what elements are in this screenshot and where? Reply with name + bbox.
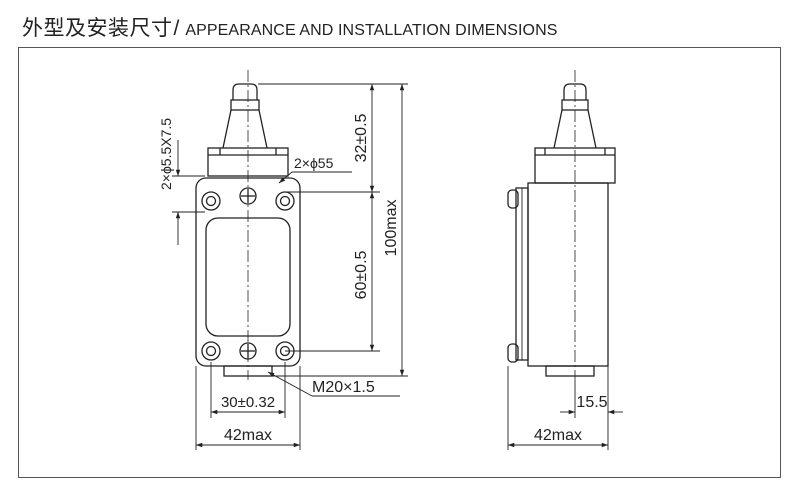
dim-hole-slot-label: 2×ϕ5.5X7.5: [158, 118, 174, 190]
dim-side-width-label: 42max: [534, 427, 582, 444]
dim-front-width-label: 42max: [224, 427, 272, 444]
front-plunger: [222, 83, 268, 149]
dim-total-height-label: 100max: [383, 200, 400, 257]
title-chinese: 外型及安装尺寸: [22, 16, 173, 40]
page-title: 外型及安装尺寸 / APPEARANCE AND INSTALLATION DI…: [22, 12, 558, 42]
side-gland: [545, 365, 595, 377]
dim-top-height-label: 32±0.5: [353, 113, 370, 162]
side-mount-bosses: [507, 189, 519, 363]
side-body: [527, 182, 609, 367]
dim-side-offset-label: 15.5: [576, 394, 607, 411]
title-english: APPEARANCE AND INSTALLATION DIMENSIONS: [185, 22, 558, 39]
dim-hole-round-label: 2×ϕ55: [294, 155, 334, 171]
drawing-frame: [18, 47, 781, 478]
front-view: [195, 70, 301, 380]
dim-hole-spacing-v-label: 60±0.5: [353, 250, 370, 299]
title-separator: /: [173, 17, 180, 40]
dim-thread-label: M20×1.5: [312, 379, 375, 396]
side-dimensions: [507, 366, 623, 450]
dim-hole-spacing-h-label: 30±0.32: [221, 394, 275, 411]
front-dimensions: [172, 83, 408, 450]
side-view: [507, 70, 616, 380]
